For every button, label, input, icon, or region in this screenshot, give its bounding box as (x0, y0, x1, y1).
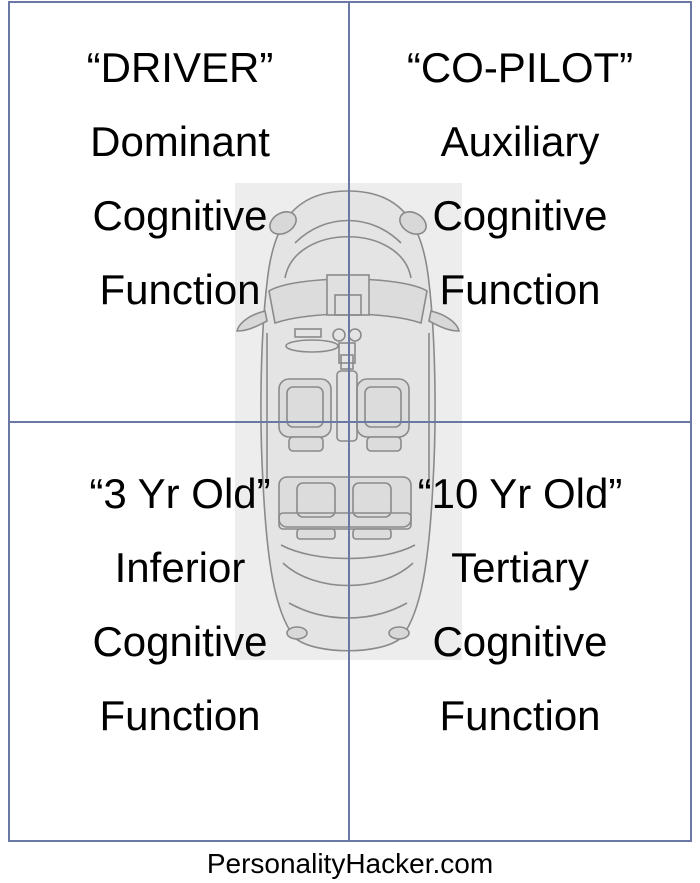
function-label-function: Function (99, 692, 261, 739)
function-label-cognitive: Cognitive (92, 192, 268, 239)
function-rank: Tertiary (451, 544, 589, 591)
quadrant-driver: “DRIVER” Dominant Cognitive Function (12, 31, 348, 327)
quadrant-title: “3 Yr Old” (89, 470, 271, 517)
horizontal-divider (8, 421, 692, 423)
quadrant-co-pilot: “CO-PILOT” Auxiliary Cognitive Function (352, 31, 688, 327)
function-rank: Inferior (114, 544, 246, 591)
function-label-function: Function (439, 692, 601, 739)
quadrant-title: “10 Yr Old” (417, 470, 623, 517)
quadrant-3-yr-old: “3 Yr Old” Inferior Cognitive Function (12, 457, 348, 753)
function-label-cognitive: Cognitive (92, 618, 268, 665)
quadrant-title: “CO-PILOT” (406, 44, 634, 91)
function-label-cognitive: Cognitive (432, 192, 608, 239)
site-credit: PersonalityHacker.com (206, 848, 494, 879)
function-label-function: Function (99, 266, 261, 313)
function-rank: Dominant (90, 118, 270, 165)
quadrant-title: “DRIVER” (86, 44, 274, 91)
function-label-function: Function (439, 266, 601, 313)
function-label-cognitive: Cognitive (432, 618, 608, 665)
function-rank: Auxiliary (440, 118, 600, 165)
quadrant-10-yr-old: “10 Yr Old” Tertiary Cognitive Function (352, 457, 688, 753)
